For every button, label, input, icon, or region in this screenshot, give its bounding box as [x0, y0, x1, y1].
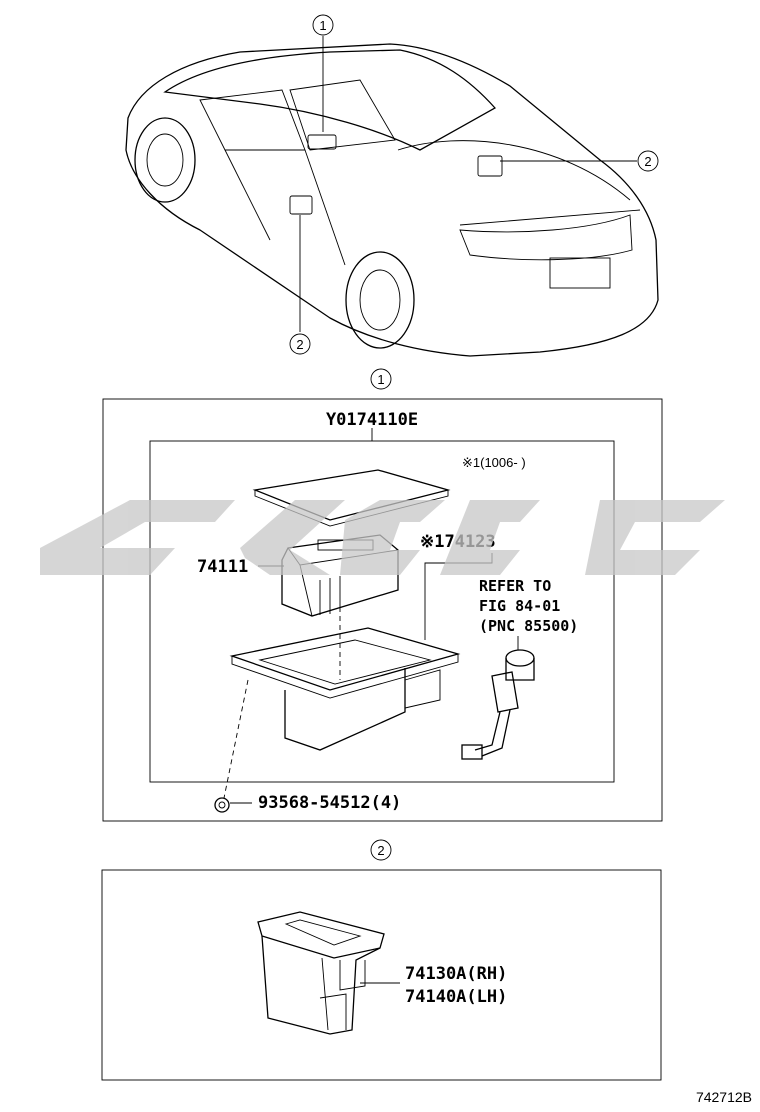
- pocket-74130-74140: [257, 911, 385, 1035]
- tray-74123: [229, 627, 461, 751]
- svg-text:2: 2: [644, 154, 651, 169]
- part-rh-label: 74130A(RH): [405, 964, 507, 984]
- part-74111-label: 74111: [197, 557, 248, 577]
- part-lh-label: 74140A(LH): [405, 987, 507, 1007]
- svg-text:2: 2: [377, 843, 384, 858]
- refer-line-2: FIG 84-01: [479, 597, 560, 615]
- socket-harness: [461, 649, 535, 760]
- car-illustration: [125, 43, 659, 357]
- section-2-heading: 2: [370, 839, 392, 861]
- refer-line-1: REFER TO: [479, 577, 551, 595]
- callout-1-top: 1: [312, 14, 334, 36]
- svg-text:2: 2: [296, 337, 303, 352]
- section-1-heading: 1: [370, 368, 392, 390]
- svg-text:1: 1: [377, 372, 384, 387]
- screw-label: 93568-54512(4): [258, 793, 401, 813]
- watermark-logo: [40, 500, 725, 575]
- svg-text:1: 1: [319, 18, 326, 33]
- screw-93568: [214, 797, 230, 813]
- callout-2-right: 2: [637, 150, 659, 172]
- callout-2-bottom: 2: [289, 333, 311, 355]
- section-1-frame: [102, 398, 663, 822]
- kit-code-label: Y0174110E: [326, 410, 418, 430]
- note-label: ※1(1006- ): [462, 455, 526, 470]
- section-1-inner-frame: [149, 440, 615, 783]
- figure-id: 742712B: [696, 1089, 752, 1105]
- section-2-frame: [101, 869, 662, 1081]
- refer-line-3: (PNC 85500): [479, 617, 578, 635]
- car-leaders: [299, 36, 637, 332]
